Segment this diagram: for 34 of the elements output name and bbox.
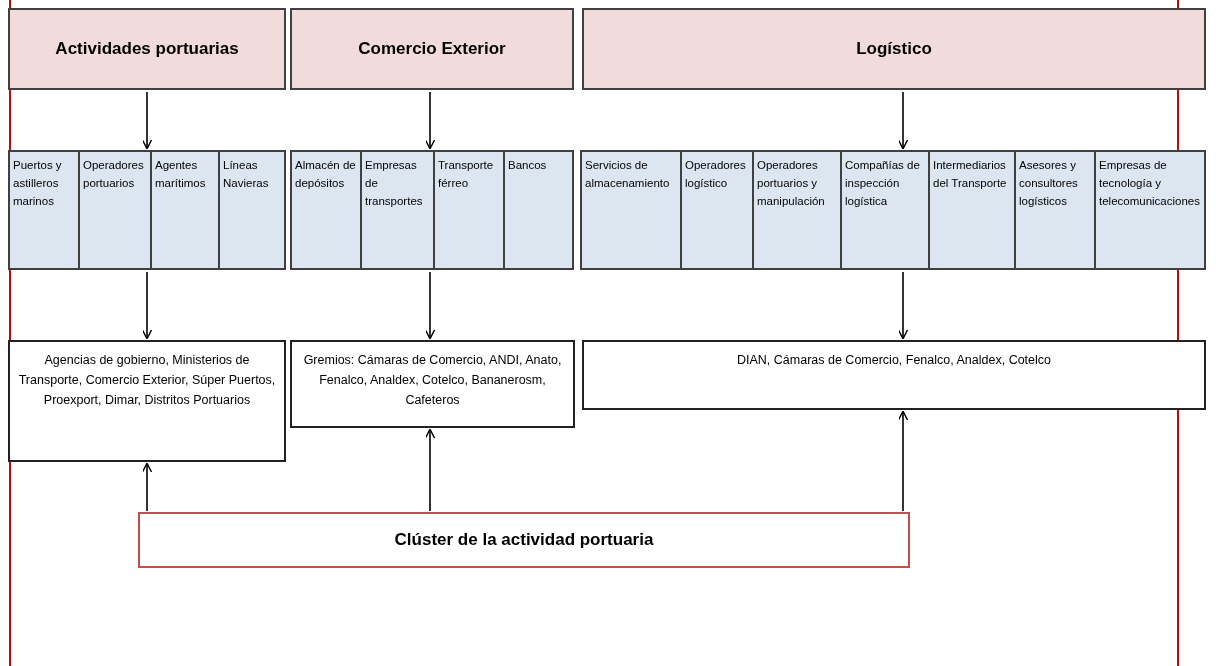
institution-box: Agencias de gobierno, Ministerios de Transporte, Comercio Exterior, Súper Puertos, Proexport, Dimar, Distritos Portuarios: [8, 340, 286, 462]
table-cell: Empresas de tecnología y telecomunicaciones: [1096, 152, 1204, 268]
table-cell: Servicios de almacenamiento: [582, 152, 682, 268]
category-header: Actividades portuarias: [8, 8, 286, 90]
table-cell: Bancos: [505, 152, 572, 268]
arrow: [141, 462, 153, 512]
table-cell: Asesores y consultores logísticos: [1016, 152, 1096, 268]
category-header: Comercio Exterior: [290, 8, 574, 90]
table-cell: Operadores portuarios: [80, 152, 152, 268]
table-cell: Puertos y astilleros marinos: [10, 152, 80, 268]
table-cell: Agentes marítimos: [152, 152, 220, 268]
cluster-box: Clúster de la actividad portuaria: [138, 512, 910, 568]
arrow: [141, 271, 153, 340]
category-header: Logístico: [582, 8, 1206, 90]
table-cell: Líneas Navieras: [220, 152, 284, 268]
arrow: [897, 271, 909, 340]
category-panel: [290, 150, 574, 270]
table-cell: Intermediarios del Transporte: [930, 152, 1016, 268]
institution-box: DIAN, Cámaras de Comercio, Fenalco, Analdex, Cotelco: [582, 340, 1206, 410]
arrow: [424, 271, 436, 340]
table-cell: Operadores logístico: [682, 152, 754, 268]
table-cell: Empresas de transportes: [362, 152, 435, 268]
arrow: [897, 91, 909, 150]
table-cell: Almacén de depósitos: [292, 152, 362, 268]
arrow: [897, 410, 909, 512]
category-panel: [8, 150, 286, 270]
arrow: [141, 91, 153, 150]
category-panel: [580, 150, 1206, 270]
arrow: [424, 91, 436, 150]
arrow: [424, 428, 436, 512]
table-cell: Operadores portuarios y manipulación: [754, 152, 842, 268]
table-cell: Compañías de inspección logística: [842, 152, 930, 268]
table-cell: Transporte férreo: [435, 152, 505, 268]
institution-box: Gremios: Cámaras de Comercio, ANDI, Anato, Fenalco, Analdex, Cotelco, Bananerosm, Cafeteros: [290, 340, 575, 428]
